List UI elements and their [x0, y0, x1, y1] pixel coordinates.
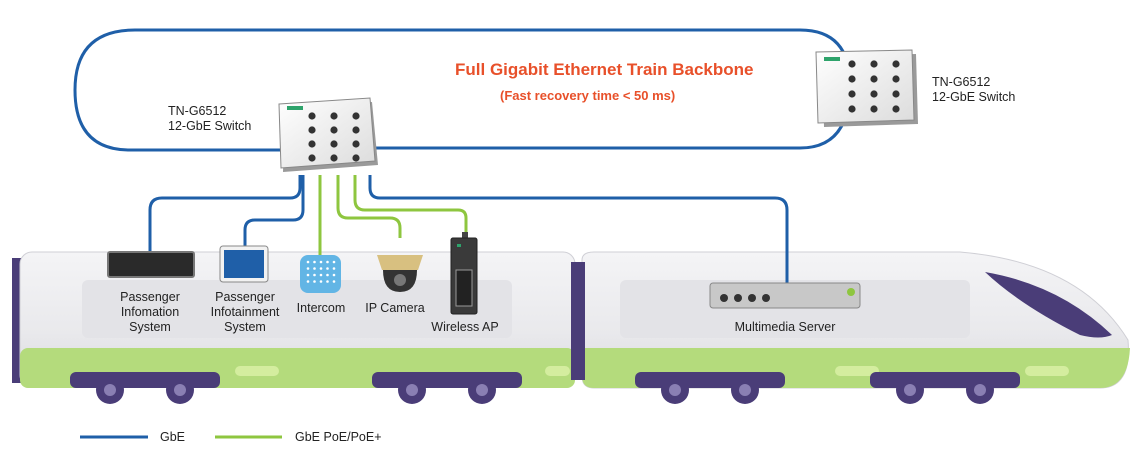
switch-port	[330, 126, 338, 134]
intercom-grille-dot	[319, 273, 323, 277]
poe-links	[318, 175, 468, 255]
ip-camera-device	[377, 255, 423, 292]
server-port	[762, 294, 770, 302]
intercom-label: Intercom	[296, 301, 346, 315]
switch-port	[870, 105, 878, 113]
passenger-information-display	[107, 251, 195, 278]
switch-left-label: TN-G6512 12-GbE Switch	[168, 104, 251, 134]
link-wap	[353, 175, 468, 238]
multimedia-server-device	[709, 282, 861, 309]
train-car-2	[581, 251, 1130, 389]
switch-port	[848, 90, 856, 98]
bogie-1	[70, 372, 220, 404]
pits-label: Passenger Infotainment System	[195, 290, 295, 335]
intercom-grille-dot	[313, 280, 316, 283]
link-ipcam	[336, 175, 402, 238]
intercom-grille-dot	[319, 267, 323, 270]
switch-port	[308, 154, 316, 162]
intercom-grille-dot	[313, 260, 316, 264]
switch-port	[870, 90, 878, 98]
backbone-title: Full Gigabit Ethernet Train Backbone	[455, 60, 754, 79]
bogie-2	[372, 372, 522, 404]
switch-left-desc: 12-GbE Switch	[168, 119, 252, 133]
switch-port	[352, 112, 360, 120]
legend-gbe-label: GbE	[160, 430, 186, 444]
intercom-grille-dot	[319, 260, 323, 264]
switch-port	[330, 154, 338, 162]
pis-label-line1: Passenger	[120, 290, 180, 304]
car-coupling	[571, 262, 585, 380]
intercom-grille-dot	[326, 267, 329, 270]
pits-label-line3: System	[224, 320, 266, 334]
server-label: Multimedia Server	[734, 320, 836, 334]
switch-port	[308, 126, 316, 134]
switch-port	[870, 75, 878, 83]
intercom-grille-dot	[313, 273, 316, 277]
switch-port	[892, 105, 900, 113]
switch-port	[308, 112, 316, 120]
intercom-grille-dot	[332, 267, 336, 270]
intercom-grille-dot	[319, 280, 323, 283]
train-car-1	[12, 251, 576, 388]
pits-label-line1: Passenger	[215, 290, 275, 304]
intercom-grille-dot	[326, 273, 329, 277]
pits-label-line2: Infotainment	[210, 305, 280, 319]
switch-port	[308, 140, 316, 148]
intercom-grille-dot	[306, 280, 310, 283]
switch-port	[352, 154, 360, 162]
bogie-4	[870, 372, 1020, 404]
switch-port	[330, 140, 338, 148]
switch-port	[870, 60, 878, 68]
server-port	[720, 294, 728, 302]
switch-port	[352, 126, 360, 134]
pis-label-line3: System	[129, 320, 171, 334]
switch-right-label: TN-G6512 12-GbE Switch	[932, 75, 1015, 105]
switch-port	[352, 140, 360, 148]
ipcam-label: IP Camera	[365, 301, 425, 315]
passenger-infotainment-display	[219, 245, 269, 283]
pis-label-line2: Infomation	[120, 305, 180, 319]
switch-right-model: TN-G6512	[932, 75, 991, 89]
bogie-3	[635, 372, 785, 404]
switch-port	[848, 60, 856, 68]
switch-port	[892, 75, 900, 83]
server-port	[734, 294, 742, 302]
link-pis	[148, 175, 302, 252]
switch-right-desc: 12-GbE Switch	[932, 90, 1016, 104]
intercom-grille-dot	[313, 267, 316, 270]
intercom-grille-dot	[332, 273, 336, 277]
intercom-device	[300, 255, 341, 293]
legend-poe-label: GbE PoE/PoE+	[295, 430, 382, 444]
server-port	[748, 294, 756, 302]
switch-port	[848, 105, 856, 113]
intercom-grille-dot	[306, 273, 310, 277]
switch-port	[330, 112, 338, 120]
switch-left-model: TN-G6512	[168, 104, 227, 118]
switch-right	[815, 49, 918, 127]
intercom-grille-dot	[326, 260, 329, 264]
switch-port	[892, 60, 900, 68]
switch-left	[278, 97, 378, 172]
intercom-grille-dot	[332, 260, 336, 264]
link-server	[368, 175, 789, 283]
intercom-grille-dot	[326, 280, 329, 283]
intercom-grille-dot	[332, 280, 336, 283]
backbone-subtitle: (Fast recovery time < 50 ms)	[500, 88, 676, 103]
intercom-grille-dot	[306, 260, 310, 264]
switch-port	[848, 75, 856, 83]
switch-port	[892, 90, 900, 98]
wireless-ap-device	[450, 232, 478, 315]
link-pits	[243, 175, 305, 248]
intercom-grille-dot	[306, 267, 310, 270]
gbe-links	[148, 175, 789, 283]
wap-label: Wireless AP	[431, 320, 499, 334]
bogies	[70, 372, 1020, 404]
pis-label: Passenger Infomation System	[100, 290, 200, 335]
